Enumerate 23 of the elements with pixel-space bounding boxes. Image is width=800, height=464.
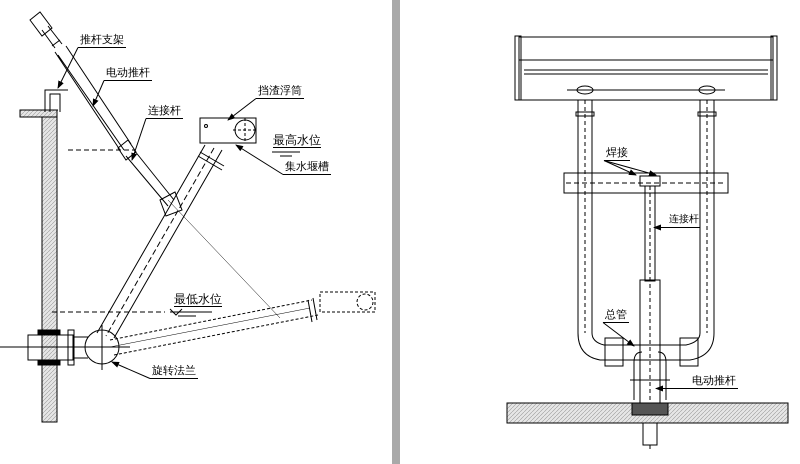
part-label: 旋转法兰 [150, 364, 198, 379]
part-label: 推杆支架 [78, 33, 126, 48]
part-label: 电动推杆 [690, 374, 738, 389]
leader-line [602, 322, 635, 347]
leader-line [655, 386, 690, 392]
water-level-label: 最高水位 [273, 133, 321, 148]
part-label: 连接杆 [668, 213, 700, 228]
leader-line [58, 47, 78, 89]
leader-line [92, 80, 104, 107]
part-label: 连接杆 [146, 104, 183, 119]
water-level-label: 最低水位 [174, 292, 222, 307]
leader-line [235, 144, 284, 175]
part-label: 电动推杆 [104, 66, 152, 81]
leader-line [653, 224, 668, 230]
leader-line [227, 98, 256, 121]
leader-line [604, 160, 657, 176]
part-label: 挡渣浮筒 [256, 84, 304, 99]
part-label: 集水堰槽 [283, 160, 331, 175]
part-label: 焊接 [604, 146, 630, 161]
part-label: 总管 [603, 308, 629, 323]
leader-line [111, 362, 150, 379]
leader-line [131, 118, 146, 161]
leader-line [604, 160, 637, 176]
